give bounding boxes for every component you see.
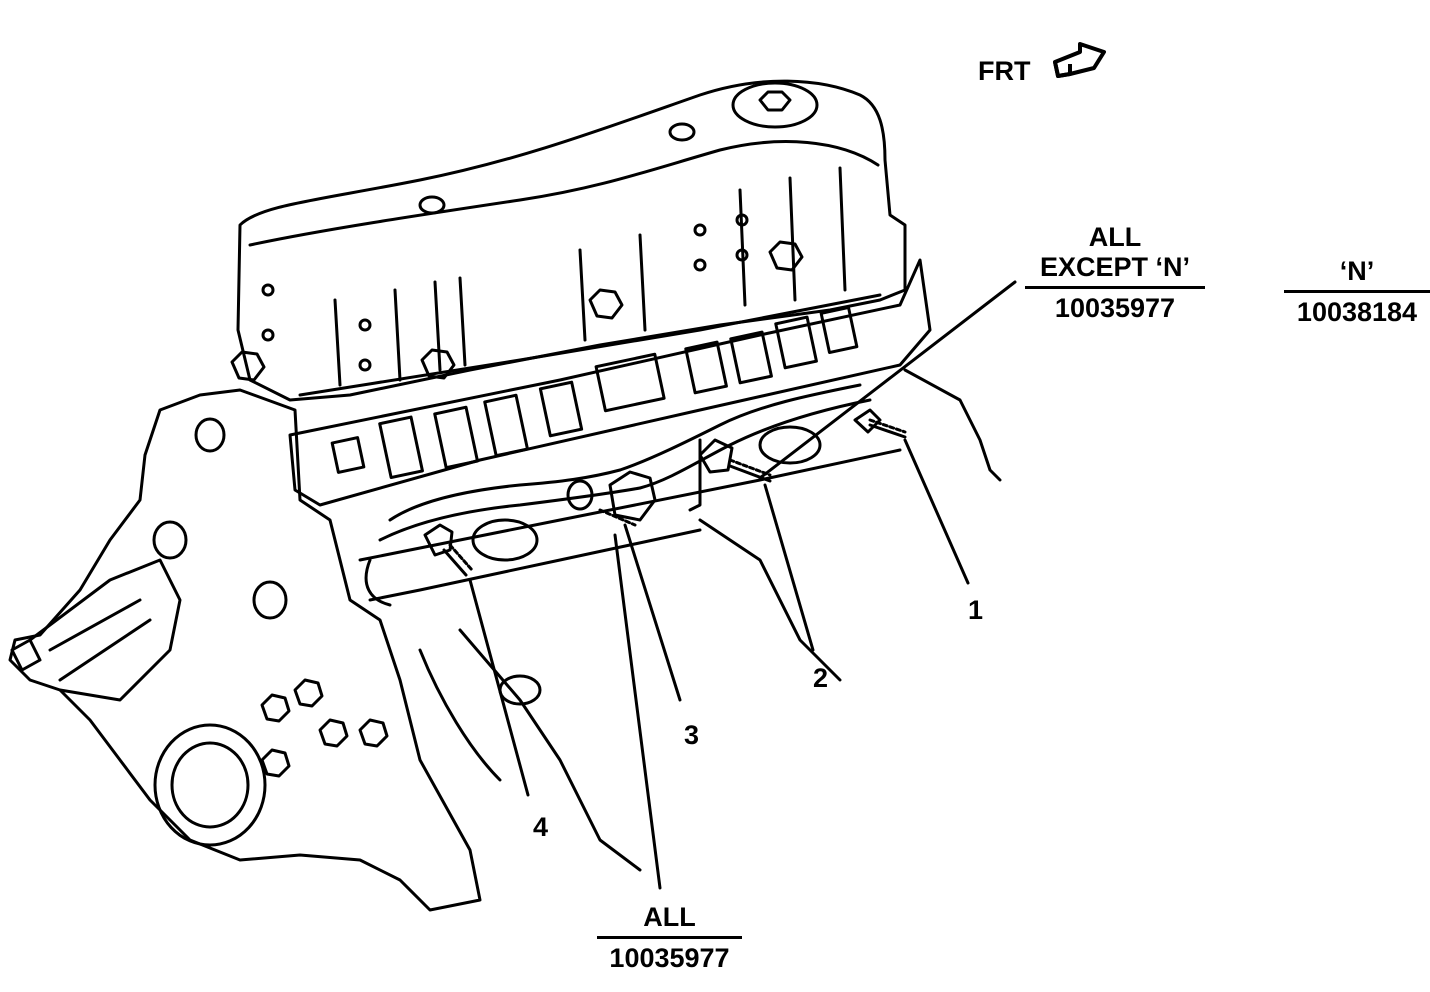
engine-block [8, 368, 1002, 912]
spark-plug-1-icon [853, 408, 907, 439]
part-label-line1: ‘N’ [1339, 256, 1375, 286]
leader-all [613, 533, 662, 890]
leader-lines [468, 280, 1017, 890]
part-label-line2: EXCEPT ‘N’ [1039, 252, 1191, 282]
part-number: 10035977 [609, 943, 730, 973]
spark-plugs [423, 408, 907, 577]
part-number: 10038184 [1296, 297, 1418, 327]
arrow-right-icon [1053, 42, 1106, 78]
cover-bolts [230, 240, 804, 382]
callout-1: 1 [968, 595, 984, 625]
leader-2 [763, 483, 815, 652]
part-label-line1: ALL [643, 902, 696, 932]
fraction-rule [1284, 290, 1430, 293]
spark-plug-2-icon [698, 425, 822, 483]
callout-4: 4 [533, 812, 549, 842]
part-number: 10035977 [1054, 293, 1176, 323]
leader-1 [903, 438, 970, 585]
fraction-rule [1025, 286, 1205, 289]
leader-all-except-n [758, 280, 1017, 480]
orientation-label: FRT [978, 56, 1031, 86]
spark-plug-4-icon [423, 518, 539, 577]
part-label-line1: ALL [1088, 222, 1142, 252]
leader-4 [468, 578, 530, 797]
spark-plug-3-icon [566, 470, 657, 527]
valve-cover [230, 79, 907, 402]
callout-2: 2 [813, 663, 829, 693]
part-label-all-except-n: ALL EXCEPT ‘N’ 10035977 [1025, 222, 1205, 323]
part-label-all: ALL 10035977 [597, 902, 742, 973]
leader-3 [623, 523, 682, 702]
part-label-n: ‘N’ 10038184 [1284, 256, 1430, 327]
manifold-flange [288, 258, 932, 507]
fraction-rule [597, 936, 742, 939]
callout-3: 3 [684, 720, 700, 750]
spark-plug-wires [364, 383, 872, 607]
